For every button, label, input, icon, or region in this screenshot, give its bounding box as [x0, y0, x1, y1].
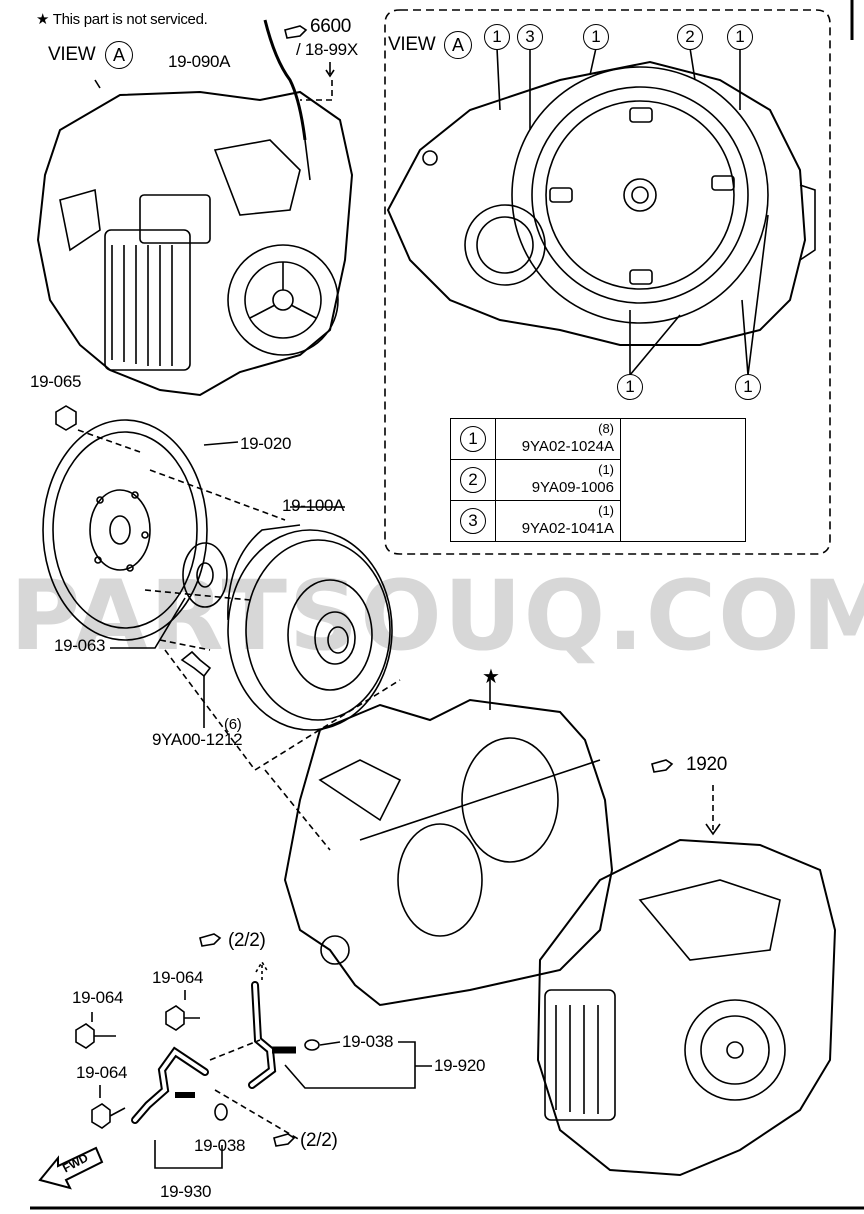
center-housing-drawing	[283, 698, 614, 1007]
torque-converter-drawing	[227, 524, 393, 731]
callout-3: 3	[517, 24, 543, 50]
pointing-hand-icon-22-upper	[199, 933, 222, 947]
lower-transaxle-drawing	[536, 838, 837, 1177]
legend-part-number[interactable]: 9YA09-1006	[531, 479, 614, 496]
part-19-038-a: 19-038	[342, 1032, 394, 1051]
bolt-19-064-c	[91, 1103, 126, 1129]
callout-1-b: 1	[583, 24, 609, 50]
view-label-left: VIEW	[48, 44, 96, 65]
part-19-064-b: 19-064	[152, 968, 204, 987]
pipe-19-930-drawing	[131, 1046, 228, 1124]
legend-qty: (1)	[598, 462, 614, 477]
legend-num-circle: 3	[460, 508, 486, 534]
bolt-19-064-a	[75, 1023, 116, 1049]
legend-qty: (8)	[598, 421, 614, 436]
flexplate-drawing	[42, 419, 208, 641]
pointing-hand-icon-22-lower	[273, 1133, 296, 1147]
view-letter-circle-left: A	[105, 41, 133, 69]
callout-1-c: 1	[727, 24, 753, 50]
view-letter-circle-right: A	[444, 31, 472, 59]
part-19-020: 19-020	[240, 434, 292, 453]
not-serviced-note: ★ This part is not serviced.	[36, 11, 208, 28]
legend-part-number[interactable]: 9YA02-1024A	[521, 438, 614, 455]
qty-9ya00-1212: (6)	[224, 716, 242, 733]
part-19-064-a: 19-064	[72, 988, 124, 1007]
part-19-100a: 19-100A	[282, 496, 345, 515]
ref-18-99x[interactable]: / 18-99X	[296, 40, 358, 59]
ref-6600[interactable]: 6600	[310, 16, 352, 37]
bolt-9ya00-1212	[180, 650, 212, 678]
part-19-063: 19-063	[54, 636, 106, 655]
legend-qty: (1)	[598, 503, 614, 518]
part-19-930: 19-930	[160, 1182, 212, 1201]
view-label-right: VIEW	[388, 34, 436, 55]
part-19-090a: 19-090A	[168, 52, 231, 71]
plate-19-063	[182, 542, 228, 608]
callout-1-a: 1	[484, 24, 510, 50]
view-a-frame	[384, 9, 831, 555]
not-serviced-star: ★	[482, 666, 500, 688]
legend-bolt-image-cell	[620, 418, 746, 542]
fastener-legend-table: 1 (8) 9YA02-1024A 2 (1) 9YA09-1006 3 (1)…	[450, 418, 746, 542]
pointing-hand-icon-6600	[284, 25, 308, 39]
callout-1-e: 1	[735, 374, 761, 400]
oil-pipes-drawing	[248, 981, 320, 1089]
part-9ya00-1212: 9YA00-1212	[152, 730, 243, 749]
callout-1-d: 1	[617, 374, 643, 400]
legend-num-circle: 1	[460, 426, 486, 452]
legend-row: 1 (8) 9YA02-1024A	[450, 418, 746, 542]
legend-row: 2 (1) 9YA09-1006	[450, 459, 746, 501]
callout-2: 2	[677, 24, 703, 50]
transaxle-assembly-drawing	[36, 19, 354, 397]
ref-1920[interactable]: 1920	[686, 754, 728, 775]
legend-row: 3 (1) 9YA02-1041A	[450, 500, 746, 542]
ref-2-2-upper[interactable]: (2/2)	[228, 930, 266, 951]
legend-part-number[interactable]: 9YA02-1041A	[521, 520, 614, 537]
legend-num-circle: 2	[460, 467, 486, 493]
part-19-038-b: 19-038	[194, 1136, 246, 1155]
pointing-hand-icon-1920	[651, 759, 674, 773]
fwd-arrow	[38, 1146, 104, 1190]
part-19-920: 19-920	[434, 1056, 486, 1075]
ref-2-2-lower[interactable]: (2/2)	[300, 1130, 338, 1151]
watermark: PARTSOUQ.COM	[10, 560, 864, 672]
bolt-19-064-b	[165, 1005, 200, 1031]
part-19-064-c: 19-064	[76, 1063, 128, 1082]
part-19-065: 19-065	[30, 372, 82, 391]
nut-19-065	[55, 405, 77, 431]
view-a-transaxle-face	[386, 60, 816, 346]
